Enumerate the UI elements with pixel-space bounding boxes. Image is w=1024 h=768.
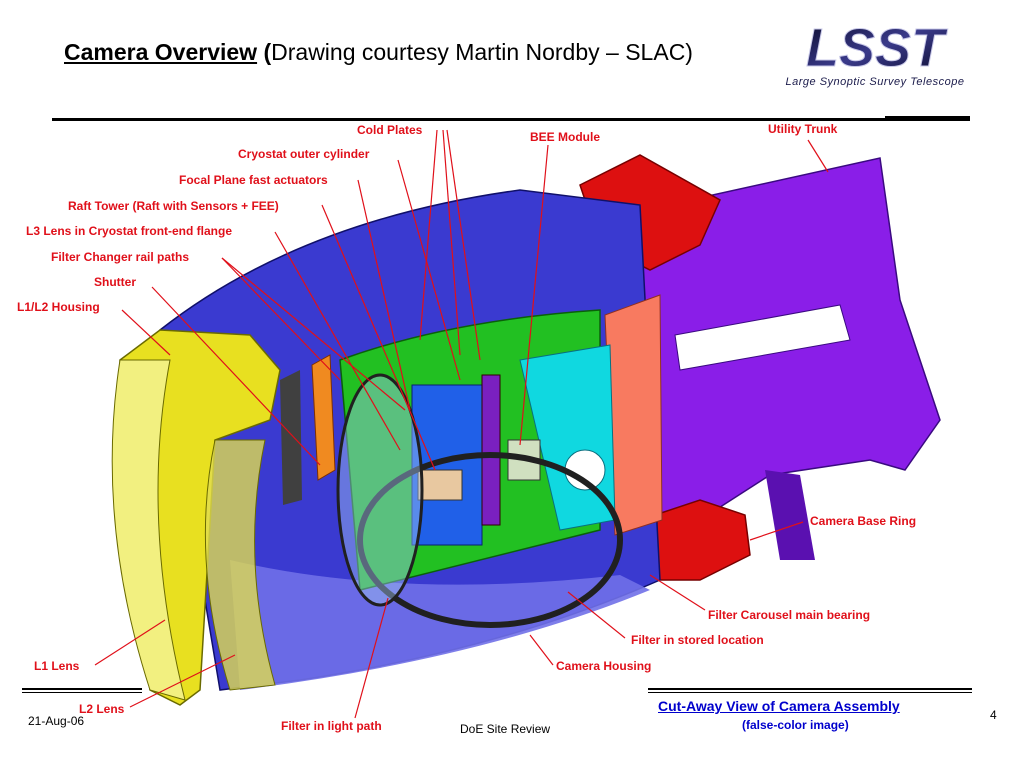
leader-base-ring	[749, 521, 804, 541]
callout-l3-lens: L3 Lens in Cryostat front-end flange	[26, 224, 233, 238]
leader-shutter	[151, 286, 321, 466]
callout-filter-in-light-path: Filter in light path	[281, 719, 382, 733]
filter-carousel-ring	[357, 452, 623, 628]
callout-l2-lens: L2 Lens	[79, 702, 125, 716]
logo-subtitle: Large Synoptic Survey Telescope	[785, 76, 965, 88]
footer-page-number: 4	[990, 708, 997, 722]
footer-date: 21-Aug-06	[28, 714, 85, 728]
callout-filter-changer-rail-paths: Filter Changer rail paths	[51, 250, 190, 264]
leader-l3	[274, 231, 401, 451]
bee-module-block	[481, 374, 501, 526]
shutter-post	[280, 370, 302, 505]
title-paren: (	[263, 39, 272, 65]
caption-main: Cut-Away View of Camera Assembly	[658, 698, 900, 714]
footer-rule-left	[22, 688, 142, 690]
l1-lens-shape	[111, 359, 186, 701]
leader-bee	[519, 144, 549, 446]
utility-trunk-cut	[765, 470, 815, 560]
camera-housing-lower	[230, 560, 650, 690]
callout-raft-tower: Raft Tower (Raft with Sensors + FEE)	[68, 199, 279, 213]
leader-l2	[129, 654, 236, 708]
callout-l1-l2-housing: L1/L2 Housing	[17, 300, 100, 314]
leader-l1l2	[121, 309, 171, 356]
callout-leaders	[94, 129, 829, 719]
leader-focal-plane	[357, 179, 411, 411]
page-title: Camera Overview (Drawing courtesy Martin…	[64, 38, 704, 67]
leader-stored	[567, 591, 626, 639]
callout-filter-carousel-main-bearing: Filter Carousel main bearing	[708, 608, 871, 622]
shutter-shape	[311, 354, 336, 481]
leader-utility	[807, 139, 829, 173]
leader-cold-plates-1	[419, 129, 438, 341]
leader-rail-2	[221, 257, 406, 411]
footer-rule-right-thin	[648, 692, 972, 693]
filter-light-path	[336, 373, 424, 607]
callout-filter-in-stored-location: Filter in stored location	[631, 633, 764, 647]
footer-center: DoE Site Review	[460, 722, 551, 736]
header-rule	[52, 118, 970, 121]
callout-cryostat-outer-cylinder: Cryostat outer cylinder	[238, 147, 370, 161]
footer-rule-left-thin	[22, 692, 142, 693]
callout-focal-plane-fast-actuators: Focal Plane fast actuators	[179, 173, 328, 187]
leader-cold-plates-3	[446, 129, 481, 361]
leader-cryostat-outer	[397, 159, 461, 381]
utility-trunk-slot	[674, 304, 851, 371]
leader-rail-1	[221, 257, 341, 381]
l2-lens-shape	[204, 439, 276, 691]
header-rule-tab	[885, 116, 970, 118]
callout-l1-lens: L1 Lens	[34, 659, 80, 673]
callout-bee-module: BEE Module	[530, 130, 601, 144]
fee-board-1	[417, 469, 463, 501]
leader-light-path	[354, 597, 389, 719]
leader-raft-tower	[321, 204, 436, 471]
leader-housing	[529, 634, 554, 666]
caption-sub: (false-color image)	[742, 718, 849, 732]
leader-cold-plates-2	[442, 129, 461, 356]
title-main: Camera Overview	[64, 39, 258, 65]
title-rest: Drawing courtesy Martin Nordby – SLAC)	[271, 39, 693, 65]
logo-wordmark: LSST	[806, 22, 948, 72]
leader-l1	[94, 619, 166, 666]
callout-camera-base-ring: Camera Base Ring	[810, 514, 917, 528]
lsst-logo: LSST Large Synoptic Survey Telescope	[770, 22, 980, 94]
lsst-logo-art: LSST	[805, 22, 948, 72]
callout-utility-trunk: Utility Trunk	[768, 122, 838, 136]
footer-rule-right	[648, 688, 972, 690]
leader-bearing	[649, 574, 706, 611]
callout-camera-housing: Camera Housing	[556, 659, 652, 673]
callout-cold-plates: Cold Plates	[357, 123, 423, 137]
callout-shutter: Shutter	[94, 275, 136, 289]
